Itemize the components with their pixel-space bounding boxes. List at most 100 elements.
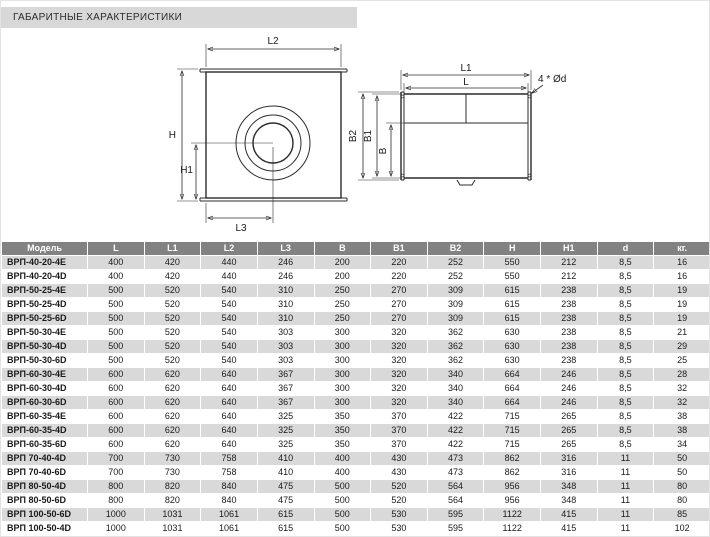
value-cell: 956 <box>483 493 541 508</box>
value-cell: 29 <box>653 339 709 354</box>
value-cell: 19 <box>653 311 709 326</box>
value-cell: 420 <box>143 269 202 284</box>
column-header: L2 <box>200 241 258 256</box>
value-cell: 11 <box>596 507 655 522</box>
value-cell: 85 <box>653 507 709 522</box>
value-cell: 8,5 <box>596 409 655 424</box>
value-cell: 500 <box>87 283 145 298</box>
value-cell: 700 <box>87 465 145 480</box>
value-cell: 252 <box>426 269 485 284</box>
value-cell: 310 <box>256 297 315 312</box>
value-cell: 270 <box>370 283 428 298</box>
column-header: H1 <box>540 241 598 256</box>
value-cell: 500 <box>87 297 145 312</box>
dim-label-l: L <box>463 77 469 88</box>
value-cell: 520 <box>143 353 202 368</box>
value-cell: 8,5 <box>596 255 655 270</box>
value-cell: 430 <box>370 465 428 480</box>
value-cell: 758 <box>200 465 258 480</box>
value-cell: 410 <box>256 451 315 466</box>
value-cell: 564 <box>426 479 485 494</box>
model-cell: ВРП-60-30-4E <box>1 367 88 382</box>
value-cell: 600 <box>87 437 145 452</box>
value-cell: 300 <box>313 325 372 340</box>
value-cell: 415 <box>540 507 598 522</box>
value-cell: 540 <box>200 353 258 368</box>
dim-label-b: B <box>378 147 389 154</box>
value-cell: 252 <box>426 255 485 270</box>
value-cell: 422 <box>426 423 485 438</box>
value-cell: 303 <box>256 353 315 368</box>
value-cell: 8,5 <box>596 423 655 438</box>
value-cell: 238 <box>540 283 598 298</box>
value-cell: 820 <box>143 479 202 494</box>
value-cell: 700 <box>87 451 145 466</box>
column-header: кг. <box>653 241 709 256</box>
value-cell: 348 <box>540 479 598 494</box>
value-cell: 640 <box>200 367 258 382</box>
value-cell: 246 <box>256 269 315 284</box>
value-cell: 238 <box>540 353 598 368</box>
value-cell: 595 <box>426 521 485 536</box>
model-cell: ВРП-50-25-6D <box>1 311 88 326</box>
value-cell: 500 <box>87 325 145 340</box>
value-cell: 540 <box>200 297 258 312</box>
value-cell: 620 <box>143 409 202 424</box>
value-cell: 500 <box>313 521 372 536</box>
value-cell: 340 <box>426 395 485 410</box>
value-cell: 370 <box>370 437 428 452</box>
model-cell: ВРП 100-50-4D <box>1 521 88 536</box>
value-cell: 246 <box>540 367 598 382</box>
value-cell: 265 <box>540 437 598 452</box>
value-cell: 600 <box>87 409 145 424</box>
value-cell: 246 <box>540 395 598 410</box>
model-cell: ВРП-40-20-4D <box>1 269 88 284</box>
value-cell: 348 <box>540 493 598 508</box>
side-view-drawing: L1 L 4 * Ød B2 B1 <box>348 63 566 186</box>
value-cell: 316 <box>540 465 598 480</box>
value-cell: 664 <box>483 367 541 382</box>
drain-foot <box>456 179 476 186</box>
value-cell: 320 <box>370 339 428 354</box>
value-cell: 620 <box>143 423 202 438</box>
value-cell: 1031 <box>143 521 202 536</box>
value-cell: 320 <box>370 325 428 340</box>
value-cell: 11 <box>596 521 655 536</box>
value-cell: 420 <box>143 255 202 270</box>
value-cell: 16 <box>653 255 709 270</box>
dimension-drawing-svg: L2 H H1 L3 <box>169 36 567 234</box>
value-cell: 220 <box>370 255 428 270</box>
value-cell: 270 <box>370 297 428 312</box>
value-cell: 362 <box>426 339 485 354</box>
value-cell: 340 <box>426 381 485 396</box>
model-cell: ВРП 70-40-4D <box>1 451 88 466</box>
value-cell: 520 <box>143 325 202 340</box>
value-cell: 520 <box>370 493 428 508</box>
value-cell: 8,5 <box>596 269 655 284</box>
value-cell: 309 <box>426 311 485 326</box>
model-cell: ВРП-60-35-6D <box>1 437 88 452</box>
value-cell: 310 <box>256 311 315 326</box>
value-cell: 550 <box>483 255 541 270</box>
model-cell: ВРП-60-35-4E <box>1 409 88 424</box>
column-header: L <box>87 241 145 256</box>
value-cell: 520 <box>143 297 202 312</box>
column-header: L3 <box>256 241 315 256</box>
value-cell: 1061 <box>200 521 258 536</box>
value-cell: 422 <box>426 409 485 424</box>
value-cell: 620 <box>143 437 202 452</box>
value-cell: 309 <box>426 283 485 298</box>
value-cell: 11 <box>596 479 655 494</box>
value-cell: 440 <box>200 269 258 284</box>
value-cell: 250 <box>313 311 372 326</box>
value-cell: 475 <box>256 479 315 494</box>
value-cell: 600 <box>87 423 145 438</box>
